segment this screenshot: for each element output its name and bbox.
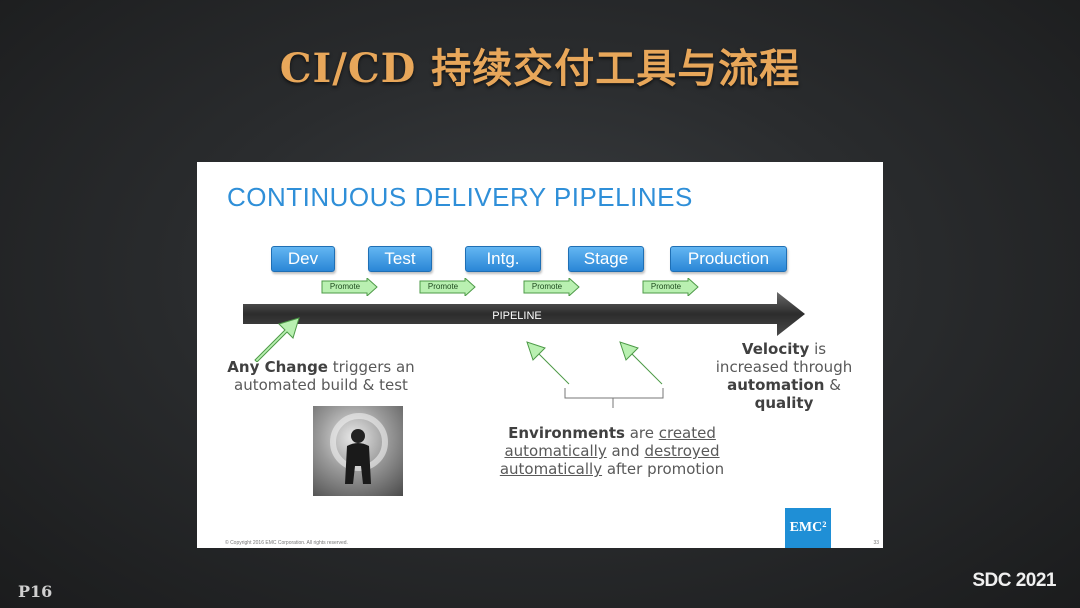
environments-bold: Environments: [508, 424, 625, 442]
slide-title: CI/CD 持续交付工具与流程: [279, 45, 801, 92]
stage-dev: Dev: [271, 246, 335, 272]
velocity-rest: is: [809, 340, 827, 358]
any-change-line2: automated build & test: [234, 376, 408, 394]
pipeline-label: PIPELINE: [492, 310, 542, 322]
stage-test: Test: [368, 246, 432, 272]
environments-automatically-1: automatically: [504, 442, 607, 460]
slide-image-panel: CONTINUOUS DELIVERY PIPELINES Dev Test I…: [197, 162, 883, 548]
brand-logo: SDC 2021: [972, 570, 1056, 591]
environments-note: Environments are created automatically a…: [487, 424, 737, 478]
promote-label: Promote: [650, 282, 682, 291]
emc-logo: EMC²: [785, 508, 831, 548]
env-arrow-icon: [619, 341, 663, 385]
velocity-note: Velocity is increased through automation…: [707, 340, 861, 412]
environments-are: are: [624, 424, 659, 442]
velocity-quality: quality: [754, 394, 814, 412]
environments-created: created: [658, 424, 716, 442]
inner-slide-number: 33: [873, 540, 879, 546]
velocity-amp: &: [824, 376, 841, 394]
stage-production: Production: [670, 246, 787, 272]
environments-after: after promotion: [602, 460, 725, 478]
promote-label: Promote: [531, 282, 563, 291]
promote-label: Promote: [427, 282, 459, 291]
businessman-photo: [313, 406, 403, 496]
velocity-bold: Velocity: [741, 340, 810, 358]
stage-intg: Intg.: [465, 246, 541, 272]
any-change-note: Any Change triggers an automated build &…: [221, 358, 421, 394]
velocity-automation: automation: [727, 376, 825, 394]
velocity-line2: increased through: [715, 358, 853, 376]
environments-bracket: [564, 388, 664, 408]
any-change-bold: Any Change: [227, 358, 328, 376]
promote-label: Promote: [329, 282, 361, 291]
panel-heading: CONTINUOUS DELIVERY PIPELINES: [227, 182, 693, 212]
env-arrow-icon: [526, 341, 570, 385]
environments-destroyed: destroyed: [644, 442, 720, 460]
copyright-text: © Copyright 2016 EMC Corporation. All ri…: [225, 540, 348, 546]
environments-automatically-2: automatically: [499, 460, 603, 478]
stage-stage: Stage: [568, 246, 644, 272]
page-number: P16: [18, 582, 53, 601]
pipeline-arrow: [243, 292, 805, 336]
any-change-arrow-icon: [254, 317, 300, 362]
any-change-rest: triggers an: [327, 358, 415, 376]
environments-and: and: [606, 442, 645, 460]
